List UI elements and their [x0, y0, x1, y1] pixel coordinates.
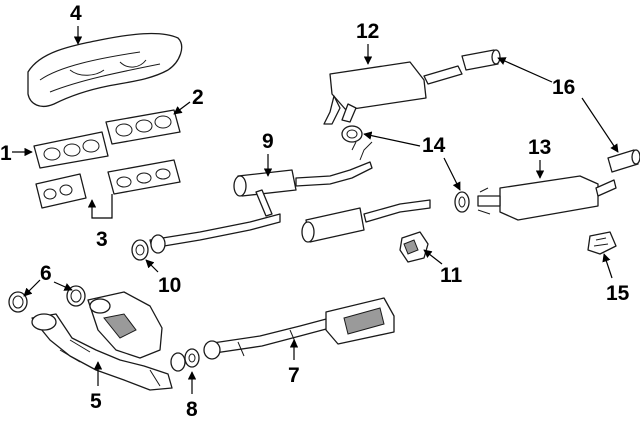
callout-1: 1 — [0, 142, 12, 165]
callout-15: 15 — [606, 282, 630, 305]
callout-7: 7 — [288, 364, 300, 387]
callout-10: 10 — [158, 274, 181, 297]
callout-3: 3 — [96, 228, 108, 251]
gasket-8[interactable] — [170, 348, 200, 372]
callout-9: 9 — [262, 130, 274, 153]
leader-15 — [602, 253, 613, 279]
leader-14b — [443, 157, 461, 191]
callout-14: 14 — [422, 134, 446, 157]
front-pipe-converter[interactable] — [203, 297, 395, 360]
manifold-converter[interactable] — [31, 291, 173, 391]
gasket-14-upper[interactable] — [341, 125, 363, 143]
manifold-gasket-left[interactable] — [35, 173, 87, 209]
gasket-6-left[interactable] — [8, 291, 28, 313]
callout-labels: 4 2 1 3 9 12 16 14 13 10 11 15 6 5 8 7 — [0, 2, 630, 421]
rear-muffler-right[interactable] — [323, 61, 463, 125]
heat-shield[interactable] — [27, 32, 183, 108]
tailpipe-tip-lower[interactable] — [607, 149, 640, 173]
gasket-6-right[interactable] — [66, 285, 86, 307]
rear-muffler-left[interactable] — [477, 175, 617, 221]
oxygen-sensor[interactable] — [399, 231, 429, 263]
leader-3 — [92, 194, 113, 219]
callout-12: 12 — [356, 20, 379, 43]
manifold-gasket-right[interactable] — [107, 159, 181, 195]
gasket-10[interactable] — [131, 234, 166, 261]
front-pipe-assembly[interactable] — [149, 141, 431, 249]
callout-13: 13 — [528, 136, 551, 159]
callout-5: 5 — [90, 390, 102, 413]
callout-11: 11 — [440, 264, 463, 287]
gasket-14-lower[interactable] — [454, 191, 470, 213]
exhaust-manifold-upper[interactable] — [105, 109, 181, 145]
leader-16b — [581, 97, 619, 153]
leader-11 — [423, 249, 443, 265]
callout-16: 16 — [552, 76, 575, 99]
leader-6b — [53, 281, 73, 291]
leader-14a — [363, 131, 421, 147]
hanger-bracket[interactable] — [587, 231, 617, 255]
tailpipe-tip-upper[interactable] — [461, 49, 501, 71]
leader-6a — [23, 279, 41, 297]
leader-lines — [12, 26, 619, 394]
callout-6: 6 — [40, 262, 52, 285]
callout-8: 8 — [186, 398, 198, 421]
exhaust-manifold-left[interactable] — [33, 131, 109, 169]
leader-2 — [173, 101, 191, 115]
leader-10 — [145, 259, 159, 273]
leader-16a — [497, 57, 553, 83]
callout-4: 4 — [70, 2, 82, 25]
callout-2: 2 — [192, 86, 204, 109]
